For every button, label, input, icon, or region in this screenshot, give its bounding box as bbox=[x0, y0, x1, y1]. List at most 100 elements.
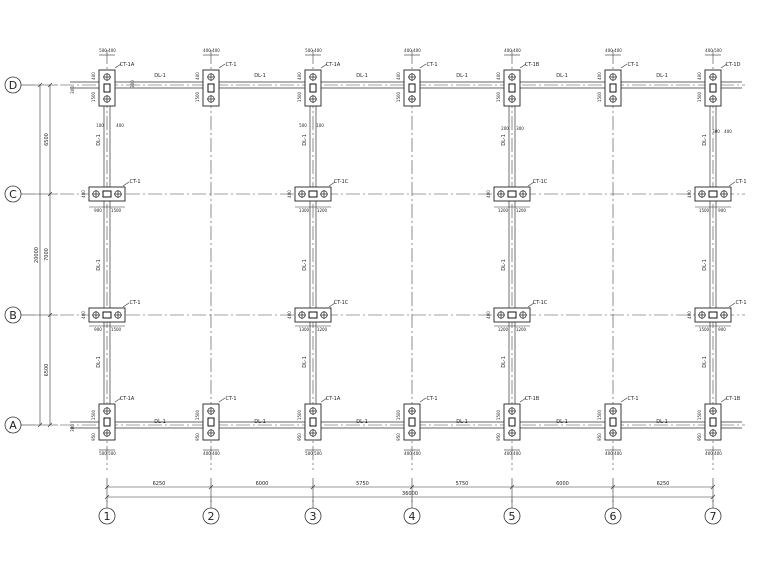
leader-line bbox=[419, 397, 427, 403]
cap-dim-text: 500 bbox=[99, 48, 107, 53]
cap-dim-text: 1200 bbox=[317, 327, 328, 332]
cap-dim-text: 200 bbox=[501, 126, 509, 131]
cap-dim-text: 400 bbox=[212, 451, 220, 456]
cap-dim-text: 300 bbox=[70, 86, 75, 94]
cap-dim-text: 400 bbox=[81, 311, 86, 319]
cap-dim-text: 900 bbox=[94, 208, 102, 213]
column bbox=[609, 417, 617, 427]
cap-dim-text: 400 bbox=[203, 48, 211, 53]
cap-dim-text: 400 bbox=[705, 451, 713, 456]
cap-dim-text: 400 bbox=[496, 72, 501, 80]
cap-dim-text: 400 bbox=[597, 72, 602, 80]
leader-line bbox=[620, 63, 628, 69]
cap-dim-text: 400 bbox=[212, 48, 220, 53]
dim-tick bbox=[47, 191, 53, 197]
span-x-label: 6250 bbox=[657, 481, 670, 487]
cap-dim-text: 400 bbox=[297, 72, 302, 80]
cap-dim-text: 1500 bbox=[111, 208, 122, 213]
span-x-label: 6000 bbox=[256, 481, 269, 487]
cap-dim-text: 1500 bbox=[195, 91, 200, 102]
cap-dim-text: 300 bbox=[712, 129, 720, 134]
leader-line bbox=[320, 63, 328, 69]
beam-label: DL-1 bbox=[702, 259, 708, 271]
beam-label: DL-1 bbox=[302, 259, 308, 271]
leader-line bbox=[519, 397, 527, 403]
column bbox=[103, 417, 111, 427]
column bbox=[708, 311, 718, 319]
cap-dim-text: 400 bbox=[714, 451, 722, 456]
column bbox=[309, 417, 317, 427]
cap-label: CT-1A bbox=[326, 396, 341, 402]
cap-dim-text: 400 bbox=[614, 48, 622, 53]
cap-dim-text: 400 bbox=[396, 72, 401, 80]
cap-dim-text: 400 bbox=[605, 451, 613, 456]
beam-label: DL-1 bbox=[302, 356, 308, 368]
cap-label: CT-1 bbox=[426, 396, 437, 402]
cap-dim-text: 1500 bbox=[396, 91, 401, 102]
cap-dim-text: 1500 bbox=[496, 91, 501, 102]
cap-dim-text: 400 bbox=[697, 72, 702, 80]
beam-label: DL-1 bbox=[656, 419, 668, 425]
cap-dim-text: 900 bbox=[718, 208, 726, 213]
column bbox=[508, 417, 516, 427]
cap-dim-text: 950 bbox=[396, 433, 401, 441]
cap-label: CT-1 bbox=[627, 396, 638, 402]
cap-dim-text: 1500 bbox=[699, 327, 710, 332]
dim-tick bbox=[47, 312, 53, 318]
axis-label-A: A bbox=[9, 419, 17, 432]
column bbox=[308, 190, 318, 198]
column bbox=[309, 83, 317, 93]
beam-label: DL-1 bbox=[556, 73, 568, 79]
axis-bubble-6 bbox=[604, 507, 622, 525]
cap-dim-text: 1500 bbox=[697, 409, 702, 420]
leader-line bbox=[728, 181, 736, 187]
beam-label: DL-1 bbox=[501, 259, 507, 271]
leader-line bbox=[114, 63, 122, 69]
cap-dim-text: 400 bbox=[486, 190, 491, 198]
cap-dim-text: 400 bbox=[413, 48, 421, 53]
cap-dim-text: 400 bbox=[195, 72, 200, 80]
column bbox=[507, 311, 517, 319]
span-x-label: 6000 bbox=[556, 481, 569, 487]
leader-line bbox=[527, 181, 535, 187]
cap-dim-text: 300 bbox=[130, 80, 135, 88]
cap-dim-text: 1500 bbox=[496, 409, 501, 420]
cap-label: CT-1 bbox=[225, 396, 236, 402]
cap-dim-text: 100 bbox=[96, 123, 104, 128]
dim-tick bbox=[610, 484, 616, 490]
grid-lines bbox=[60, 50, 745, 470]
cap-dim-text: 400 bbox=[513, 48, 521, 53]
cap-dim-text: 1300 bbox=[299, 327, 310, 332]
cap-dim-text: 1500 bbox=[195, 409, 200, 420]
beam-label: DL-1 bbox=[556, 419, 568, 425]
cap-dim-text: 950 bbox=[91, 433, 96, 441]
beam-label: DL-1 bbox=[501, 134, 507, 146]
dim-tick bbox=[710, 494, 716, 500]
column bbox=[508, 83, 516, 93]
axis-label-C: C bbox=[9, 188, 17, 201]
cap-label: CT-1 bbox=[735, 300, 746, 306]
cap-dim-text: 1500 bbox=[111, 327, 122, 332]
beam-label: DL-1 bbox=[154, 73, 166, 79]
cap-dim-text: 400 bbox=[724, 129, 732, 134]
cap-label: CT-1A bbox=[120, 396, 135, 402]
leader-line bbox=[728, 302, 736, 308]
axis-label-B: B bbox=[9, 309, 17, 322]
dim-tick bbox=[310, 484, 316, 490]
column bbox=[102, 190, 112, 198]
total-x-label: 36000 bbox=[402, 491, 418, 497]
span-x-label: 5750 bbox=[456, 481, 469, 487]
leader-line bbox=[419, 63, 427, 69]
column bbox=[308, 311, 318, 319]
cap-dim-text: 1200 bbox=[498, 208, 509, 213]
cap-dim-text: 1500 bbox=[297, 91, 302, 102]
cap-dim-text: 1200 bbox=[317, 208, 328, 213]
axis-label-6: 6 bbox=[610, 510, 617, 523]
cap-dim-text: 400 bbox=[605, 48, 613, 53]
column bbox=[709, 83, 717, 93]
cap-dim-text: 500 bbox=[305, 48, 313, 53]
cap-dim-text: 300 bbox=[516, 126, 524, 131]
cap-dim-text: 1500 bbox=[699, 208, 710, 213]
